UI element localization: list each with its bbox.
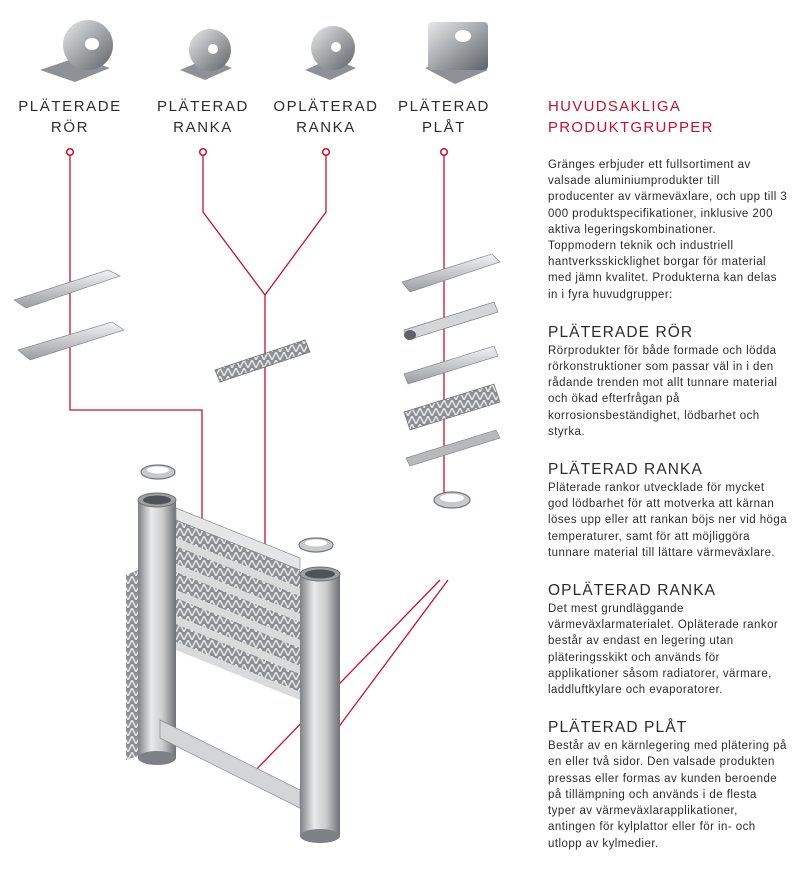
section-platerad-plat: PLÄTERAD PLÅT Består av en kärnlegering …: [548, 718, 788, 851]
section-platerade-ror: PLÄTERADE RÖR Rörprodukter för både form…: [548, 323, 788, 440]
section-body: Rörprodukter för både formade och lödda …: [548, 344, 778, 438]
section-oplaterad-ranka: OPLÄTERAD RANKA Det mest grundläggande v…: [548, 581, 788, 698]
section-platerad-ranka: PLÄTERAD RANKA Pläterade rankor utveckla…: [548, 460, 788, 561]
coil-icon-platerad-ranka: [180, 29, 232, 80]
section-title: PLÄTERAD RANKA: [548, 461, 703, 479]
connector-lines: [69, 152, 449, 777]
platerade-ror-strips: [13, 269, 125, 361]
section-body: Pläterade rankor utvecklade för mycket g…: [548, 482, 788, 559]
intro-paragraph: Gränges erbjuder ett fullsortiment av va…: [548, 159, 788, 301]
platerad-plat-parts: [401, 253, 501, 509]
ranka-fin-sample: [214, 339, 311, 383]
section-title: OPLÄTERAD RANKA: [548, 582, 717, 600]
section-body: Består av en kärnlegering med plätering …: [548, 740, 787, 850]
connector-dots: [65, 147, 449, 781]
heat-exchanger-assembly: [126, 464, 341, 843]
section-title: PLÄTERAD PLÅT: [548, 719, 688, 737]
section-body: Det mest grundläggande värmeväxlarmateri…: [548, 603, 779, 697]
section-title: PLÄTERADE RÖR: [548, 323, 694, 341]
coil-icon-platerad-plat: [425, 22, 488, 84]
coil-icon-oplaterad-ranka: [305, 26, 356, 80]
coil-icon-platerade-ror: [40, 20, 113, 82]
